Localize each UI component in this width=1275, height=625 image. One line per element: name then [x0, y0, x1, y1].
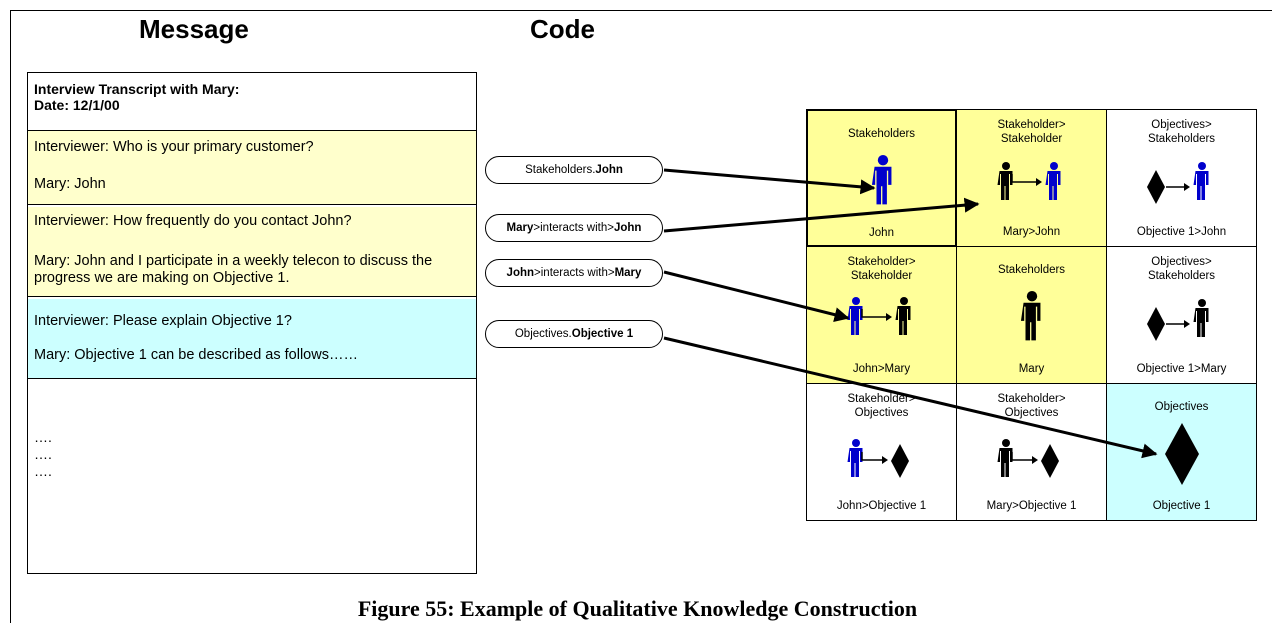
arrowhead-icon [882, 456, 888, 464]
blue-person-icon [847, 439, 863, 477]
transcript-segment-2: Interviewer: How frequently do you conta… [28, 207, 476, 297]
cell-caption: John [869, 227, 894, 239]
segment-line: Mary: Objective 1 can be described as fo… [34, 347, 358, 363]
cell-icon-area [997, 162, 1061, 200]
transcript-date: Date: 12/1/00 [34, 97, 120, 113]
arrow-john-mary [663, 270, 850, 323]
ellipsis-line: …. [34, 463, 52, 479]
code-pill-objective-1: Objectives.Objective 1 [485, 320, 663, 348]
blue-person-icon [1193, 162, 1209, 200]
cell-caption: Mary [1018, 363, 1045, 375]
cell-caption: Objective 1 [1152, 500, 1211, 512]
code-text: Stakeholders. [525, 164, 596, 176]
cell-title: Stakeholder> Objectives [847, 393, 916, 419]
cell-title: Stakeholder> Objectives [997, 393, 1066, 419]
code-text: Objectives. [514, 328, 572, 340]
objective-diamond-icon [891, 444, 909, 478]
code-bold: John [595, 164, 623, 176]
relation-arrow-icon [861, 309, 887, 318]
cell-icon-area [1165, 423, 1199, 485]
code-bold: John [506, 267, 535, 279]
blue-person-icon [871, 155, 892, 205]
transcript-segment-3: Interviewer: Please explain Objective 1?… [28, 299, 476, 379]
cell-icon-area [1020, 291, 1041, 341]
message-heading: Message [139, 14, 249, 44]
cell-title: Objectives> Stakeholders [1147, 119, 1216, 145]
figure-caption: Figure 55: Example of Qualitative Knowle… [357, 596, 918, 621]
transcript-header: Interview Transcript with Mary: Date: 12… [28, 73, 476, 131]
cell-title: Objectives [1154, 401, 1209, 413]
arrowhead-icon [886, 313, 892, 321]
segment-line: Interviewer: How frequently do you conta… [34, 213, 352, 229]
code-text: >interacts with> [533, 222, 614, 234]
code-bold: Mary [506, 222, 534, 234]
transcript-continuation: …. …. …. [34, 429, 52, 480]
code-bold: Mary [614, 267, 642, 279]
objective-diamond-icon [1147, 307, 1165, 341]
black-person-icon [1020, 291, 1041, 341]
black-person-icon [1193, 299, 1209, 337]
arrowhead-icon [1184, 183, 1190, 191]
objective-diamond-icon [1041, 444, 1059, 478]
code-pill-john-mary: John>interacts with>Mary [485, 259, 663, 287]
segment-line: Mary: John [34, 176, 106, 192]
code-pill-stakeholder-john: Stakeholders.John [485, 156, 663, 184]
black-person-icon [997, 439, 1013, 477]
cell-title: Stakeholder> Stakeholder [997, 119, 1066, 145]
relation-arrow-icon [861, 452, 883, 461]
cell-title: Stakeholders [847, 128, 916, 140]
arrow-mary-john [663, 197, 980, 233]
cell-icon-area [1147, 299, 1209, 341]
cell-caption: John>Objective 1 [836, 500, 927, 512]
relation-arrow-icon [1011, 174, 1037, 183]
cell-icon-area [997, 439, 1059, 478]
arrowhead-icon [1184, 320, 1190, 328]
code-heading: Code [530, 14, 595, 44]
black-person-icon [895, 297, 911, 335]
ellipsis-line: …. [34, 429, 52, 445]
segment-line: Interviewer: Who is your primary custome… [34, 139, 314, 155]
arrow-objective-1 [663, 336, 1158, 459]
cell-caption: Mary>John [1002, 226, 1061, 238]
transcript-segment-1: Interviewer: Who is your primary custome… [28, 131, 476, 205]
cell-title: Stakeholder> Stakeholder [847, 256, 916, 282]
transcript-panel: Interview Transcript with Mary: Date: 12… [27, 72, 477, 574]
cell-title: Stakeholders [997, 264, 1066, 276]
arrow-stakeholder-john [663, 168, 876, 195]
relation-arrow-icon [1011, 452, 1033, 461]
objective-diamond-icon [1147, 170, 1165, 204]
segment-line: Mary: John and I participate in a weekly… [34, 253, 433, 286]
figure-frame [10, 10, 1272, 623]
cell-icon-area [871, 155, 892, 205]
blue-person-icon [1045, 162, 1061, 200]
cell-icon-area [1147, 162, 1209, 204]
segment-line: Interviewer: Please explain Objective 1? [34, 313, 292, 329]
code-bold: John [613, 222, 642, 234]
blue-person-icon [847, 297, 863, 335]
transcript-title: Interview Transcript with Mary: [34, 81, 240, 97]
cell-icon-area [847, 439, 909, 478]
ellipsis-line: …. [34, 446, 52, 462]
cell-caption: Mary>Objective 1 [986, 500, 1077, 512]
arrowhead-icon [1036, 178, 1042, 186]
arrowhead-icon [1032, 456, 1038, 464]
cell-caption: Objective 1>Mary [1136, 363, 1227, 375]
code-bold: Objective 1 [571, 328, 634, 340]
code-text: >interacts with> [534, 267, 615, 279]
cell-title: Objectives> Stakeholders [1147, 256, 1216, 282]
black-person-icon [997, 162, 1013, 200]
code-pill-mary-john: Mary>interacts with>John [485, 214, 663, 242]
objective-diamond-icon [1165, 423, 1199, 485]
cell-caption: Objective 1>John [1136, 226, 1227, 238]
cell-icon-area [847, 297, 911, 335]
cell-caption: John>Mary [852, 363, 911, 375]
